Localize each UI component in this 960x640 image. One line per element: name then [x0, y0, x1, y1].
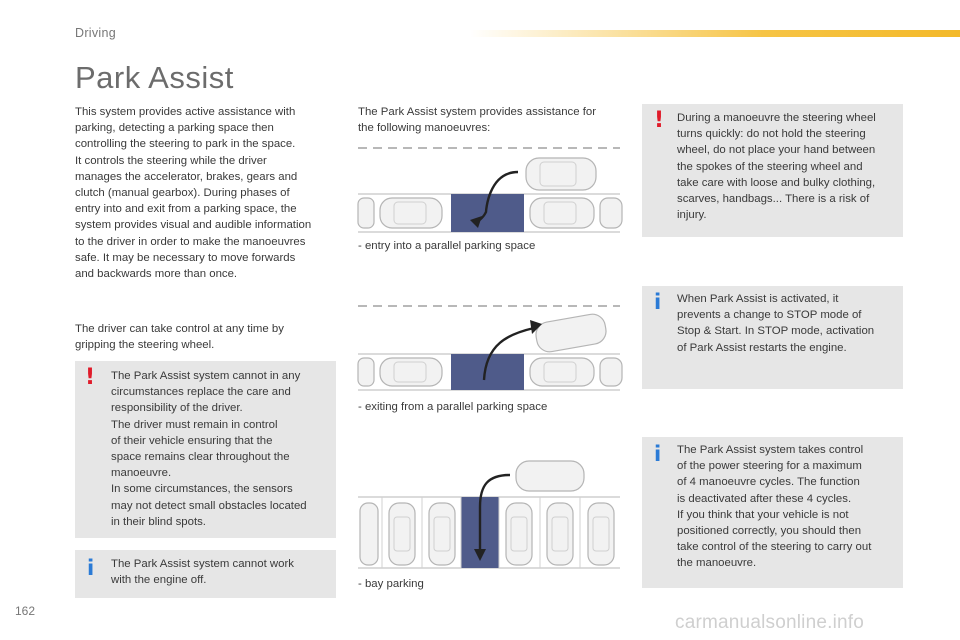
info-text: When Park Assist is activated, it preven…	[677, 293, 875, 354]
info-box-stop-start: i When Park Assist is activated, it prev…	[642, 286, 903, 389]
warning-text: The Park Assist system cannot in any cir…	[111, 370, 307, 528]
manoeuvres-intro: The Park Assist system provides assistan…	[358, 106, 597, 135]
info-text: The Park Assist system takes control of …	[677, 444, 872, 570]
warning-icon: !	[85, 365, 96, 390]
watermark: carmanualsonline.info	[675, 612, 865, 633]
caption-exit: - exiting from a parallel parking space	[358, 401, 548, 413]
caption-bay: - bay parking	[358, 578, 424, 590]
page-number: 162	[15, 604, 36, 618]
info-icon: i	[654, 290, 662, 314]
info-box-engine: i The Park Assist system cannot work wit…	[75, 550, 336, 598]
takeover-paragraph: The driver can take control at any time …	[75, 323, 284, 352]
info-icon: i	[654, 442, 662, 466]
diagram-parallel-entry	[357, 147, 623, 233]
warning-text: During a manoeuvre the steering wheel tu…	[677, 112, 876, 222]
diagram-parallel-exit	[357, 305, 623, 391]
info-icon: i	[87, 556, 95, 580]
intro-paragraph: This system provides active assistance w…	[75, 106, 312, 281]
header-accent-bar	[470, 30, 960, 37]
info-box-cycles: i The Park Assist system takes control o…	[642, 437, 903, 588]
warning-box-steering: ! During a manoeuvre the steering wheel …	[642, 104, 903, 237]
caption-entry: - entry into a parallel parking space	[358, 240, 536, 252]
page-title: Park Assist	[75, 60, 234, 95]
warning-icon: !	[654, 108, 665, 133]
section-label: Driving	[75, 26, 116, 40]
info-text: The Park Assist system cannot work with …	[111, 558, 294, 587]
warning-box-responsibility: ! The Park Assist system cannot in any c…	[75, 361, 336, 538]
diagram-bay-parking	[358, 460, 620, 569]
